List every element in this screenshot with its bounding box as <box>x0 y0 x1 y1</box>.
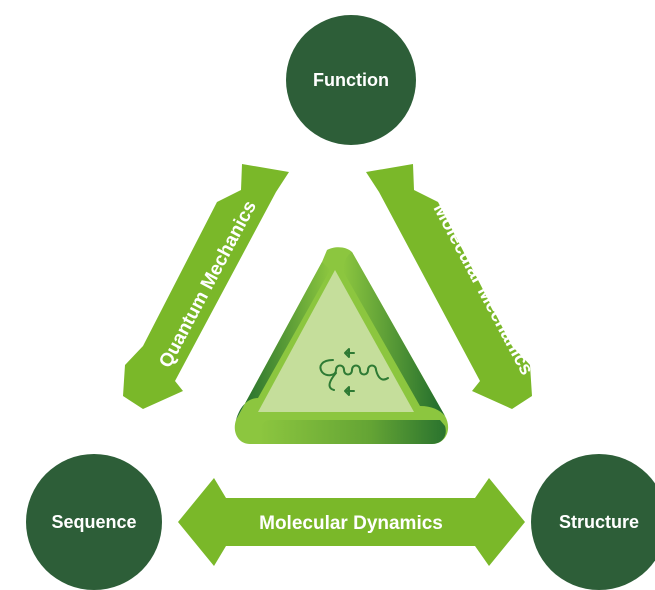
node-label-sequence: Sequence <box>51 512 136 532</box>
center-triangle <box>234 247 449 444</box>
node-function: Function <box>286 15 416 145</box>
arrow-molecular-dynamics: Molecular Dynamics <box>178 478 525 566</box>
arrow-label-molecular-dynamics: Molecular Dynamics <box>259 513 443 534</box>
node-structure: Structure <box>531 454 655 590</box>
node-label-structure: Structure <box>559 512 639 532</box>
node-sequence: Sequence <box>26 454 162 590</box>
protein-helix-icon <box>319 348 389 396</box>
node-label-function: Function <box>313 70 389 90</box>
